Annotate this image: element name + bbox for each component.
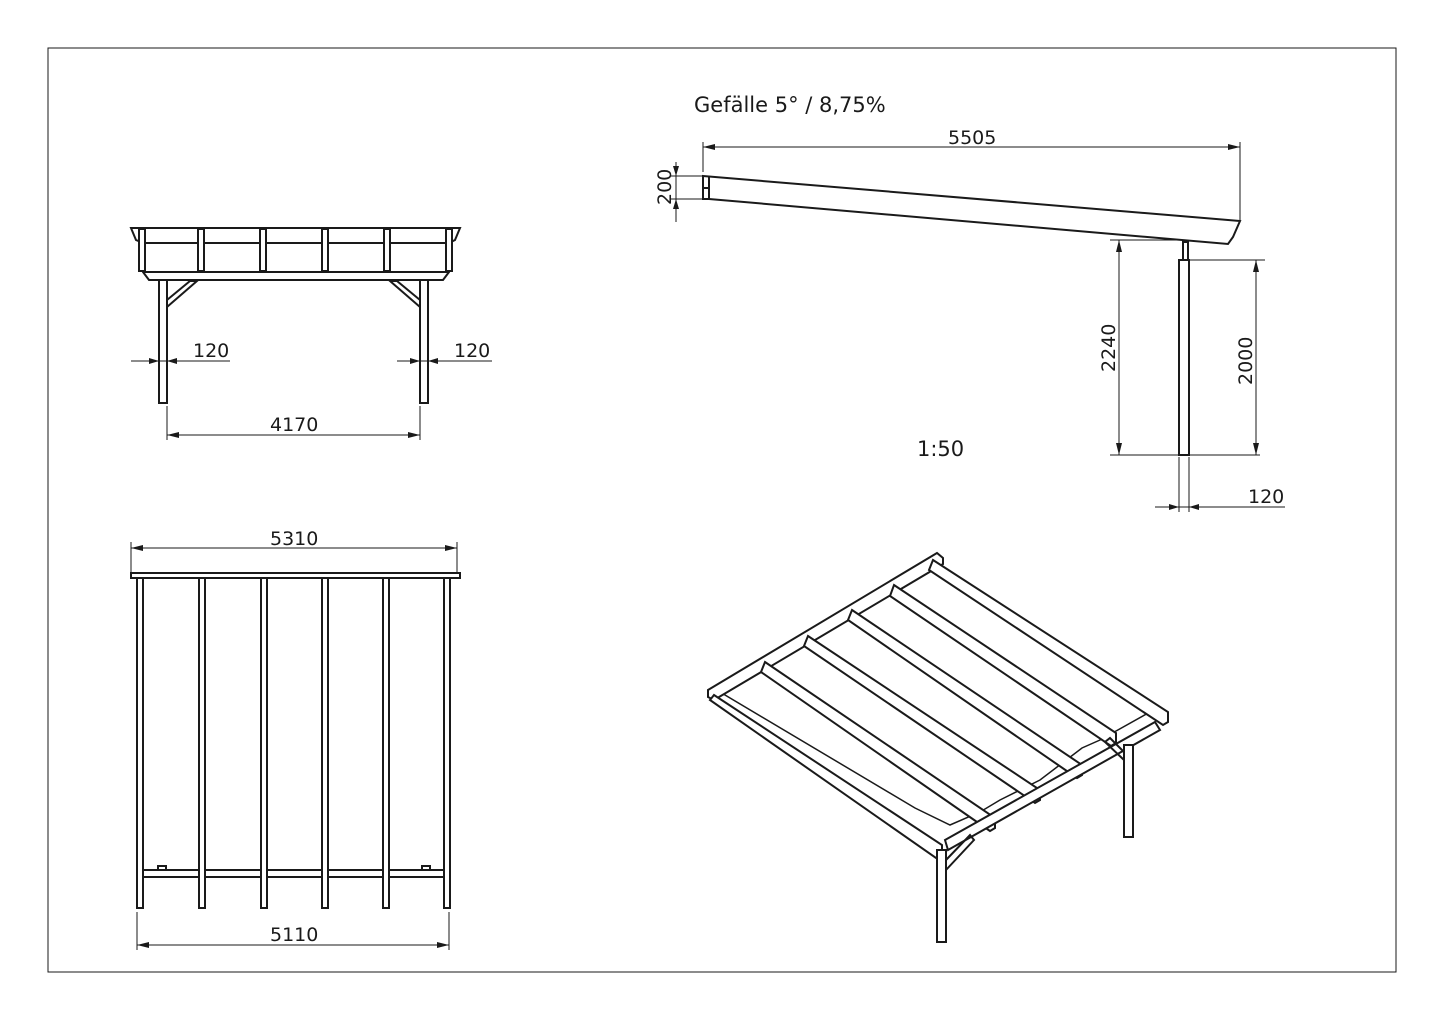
slope-title: Gefälle 5° / 8,75% <box>694 93 886 117</box>
front-post-width-left-label: 120 <box>193 340 229 362</box>
plan-rafters <box>136 577 451 909</box>
side-post-width-label: 120 <box>1248 486 1284 508</box>
front-post-spacing-label: 4170 <box>270 414 318 436</box>
side-post-height-label: 2000 <box>1235 337 1257 385</box>
isometric-view <box>707 551 1169 943</box>
front-post-width-right-label: 120 <box>454 340 490 362</box>
side-total-height-label: 2240 <box>1098 324 1120 372</box>
plan-view: 5310 5110 <box>130 528 461 950</box>
side-beam-height-label: 200 <box>654 169 676 205</box>
front-post-right <box>419 279 429 404</box>
side-length-label: 5505 <box>948 127 996 149</box>
side-post <box>1178 259 1190 456</box>
front-view: 120 120 4170 <box>129 227 492 440</box>
iso-post-front <box>936 849 947 943</box>
scale-label: 1:50 <box>917 437 964 461</box>
iso-post-right <box>1123 744 1134 838</box>
front-post-left <box>158 279 168 404</box>
plan-width-bottom-label: 5110 <box>270 924 318 946</box>
side-view: Gefälle 5° / 8,75% 5505 200 2240 2000 12… <box>654 93 1285 512</box>
front-rafters <box>138 228 453 272</box>
drawing-border <box>47 47 1397 973</box>
plan-width-top-label: 5310 <box>270 528 318 550</box>
